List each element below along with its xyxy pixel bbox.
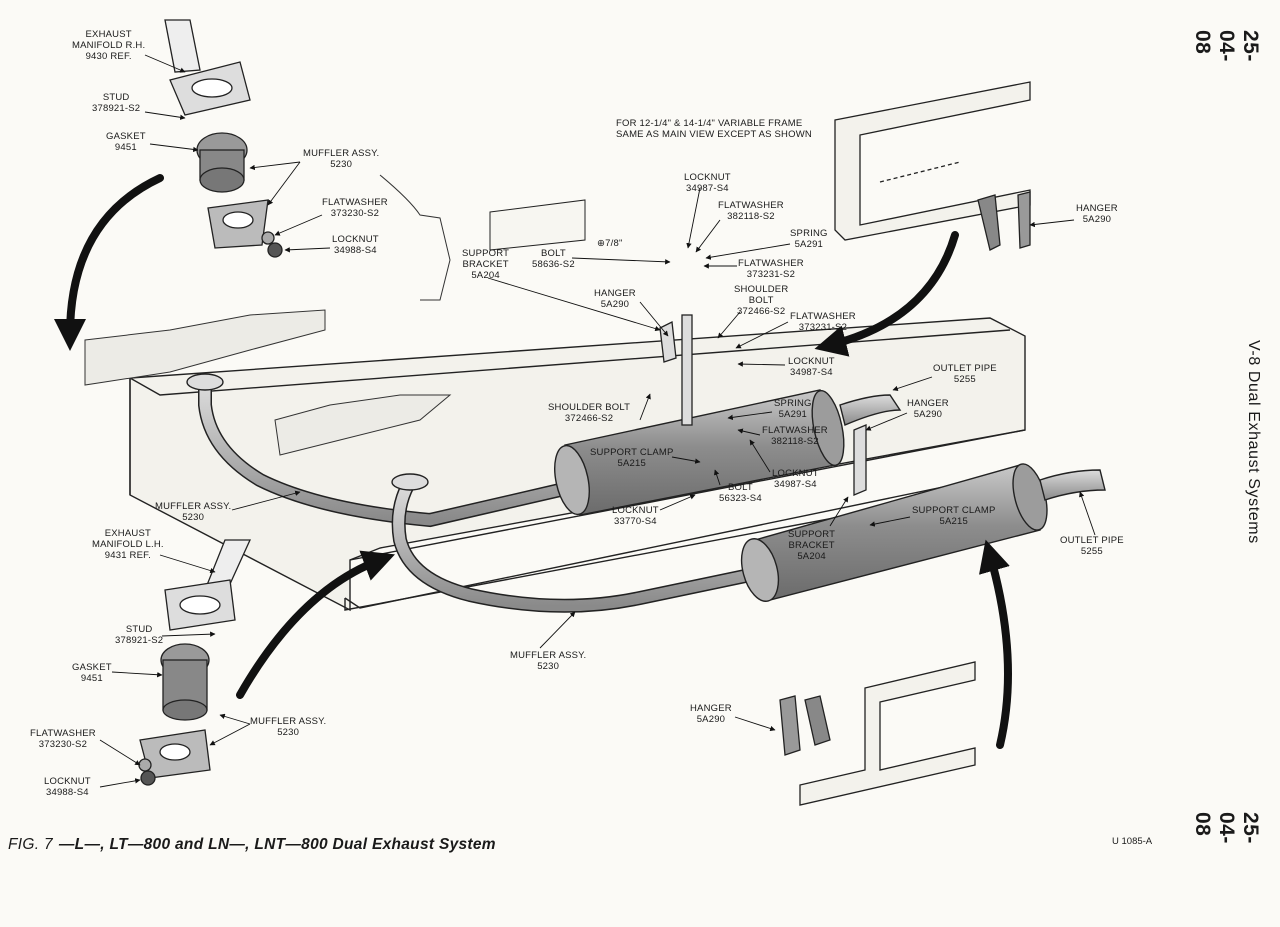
inset-frame-top bbox=[834, 81, 1031, 251]
page-number-top: 25-04-08 bbox=[1191, 30, 1262, 62]
flow-arrows bbox=[54, 174, 1012, 749]
figure-label: FIG. 7 bbox=[8, 836, 53, 853]
label-dimension: ⊕7/8" bbox=[597, 238, 623, 249]
page-number-bottom: 25-04-08 bbox=[1191, 812, 1262, 844]
inset-frame-bottom bbox=[779, 661, 976, 806]
label-muffler-assy-bottom: MUFFLER ASSY.5230 bbox=[510, 650, 587, 672]
leader-lines bbox=[99, 54, 1096, 788]
lh-flange-assembly bbox=[138, 539, 252, 786]
label-muffler-assy-mid: MUFFLER ASSY.5230 bbox=[155, 501, 232, 523]
label-muffler-assy-top: MUFFLER ASSY.5230 bbox=[303, 148, 380, 170]
section-title: V-8 Dual Exhaust Systems bbox=[1245, 340, 1262, 544]
figure-code: U 1085-A bbox=[1112, 836, 1153, 847]
figure-caption: FIG. 7 —L—, LT—800 and LN—, LNT—800 Dual … bbox=[8, 836, 496, 854]
label-muffler-assy-lower: MUFFLER ASSY.5230 bbox=[250, 716, 327, 738]
figure-title: —L—, LT—800 and LN—, LNT—800 Dual Exhaus… bbox=[58, 836, 496, 853]
exhaust-pipes bbox=[198, 378, 757, 613]
upper-muffler bbox=[554, 389, 902, 516]
engine-outline bbox=[84, 174, 452, 456]
lower-muffler bbox=[740, 463, 1106, 602]
rh-flange-assembly bbox=[164, 19, 283, 258]
